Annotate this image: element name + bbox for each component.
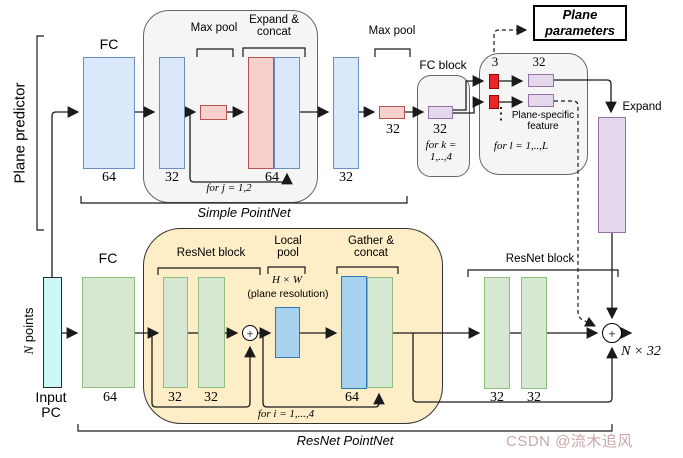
param-dim-label: 3 [491,54,499,69]
residual-add-circle: + [242,325,258,341]
expand-label: Expand [622,101,662,113]
resnet1-size-b: 32 [204,390,218,405]
layer32a-size: 32 [165,170,179,185]
gather-size: 64 [345,390,359,405]
plane-feature-node-2 [528,94,554,107]
plane-resolution-note: (plane resolution) [247,288,329,300]
plane-predictor-section-label: Plane predictor [11,82,29,184]
n-points-n: N [21,345,36,355]
resnet-block2-title: ResNet block [505,253,575,265]
fc-label-top: FC [99,36,119,52]
layer32c-size: 32 [339,170,353,185]
resnet2-size-a: 32 [490,390,504,405]
resnet-block1-title: ResNet block [176,247,246,259]
local-pool-box [275,307,300,358]
layer-32-c [333,57,359,169]
plane-specific-feature-label: Plane-specific feature [511,110,575,132]
resnet1-size-a: 32 [168,390,182,405]
resnet2-layer-32-a [484,277,510,389]
max-pool-node [200,105,227,120]
input-pc-label: Input PC [35,389,67,421]
loop-i-label: for i = 1,...,4 [257,408,315,420]
resnet1-layer-32-a [163,277,188,388]
csdn-watermark: CSDN @流木追风 [506,433,633,450]
plane-parameters-box: Plane parameters [533,5,627,41]
plane-feature-node-1 [528,74,554,87]
output-size-label: N × 32 [621,344,661,359]
loop-l-label: for l = 1,..,L [493,140,549,152]
output-add-circle: + [602,323,622,343]
hxw-label: H × W [271,274,303,286]
expand-concat-label: Expand & concat [249,14,299,39]
plus-sign: + [608,325,616,341]
gather-concat-title: Gather & concat [347,235,395,260]
gather-blue-box [341,276,367,389]
local-pool-title: Local pool [274,235,302,260]
plane-parameters-label: Plane parameters [544,7,616,38]
vertical-dots: ⋮ [492,104,510,123]
max-pool2-label: Max pool [368,25,416,37]
expand-concat-blue-64 [274,57,300,169]
resnet1-layer-32-b [198,277,225,388]
n-points-rest: points [21,307,36,346]
max-pool2-node [379,106,405,119]
expand-box [598,117,626,233]
concat-size: 64 [265,170,279,185]
plane-param-node-1 [489,74,499,89]
fc-layer-bottom-64 [82,277,135,388]
plus-sign: + [246,325,254,341]
fc-block-title: FC block [419,58,467,72]
fc-block-size: 32 [433,122,447,137]
simple-pointnet-caption: Simple PointNet [197,205,291,220]
max-pool-label: Max pool [190,22,238,34]
gather-green-box-64 [367,277,393,388]
resnet2-size-b: 32 [527,390,541,405]
expand-concat-pink [248,57,274,169]
input-pc-box [43,277,62,388]
pooled-size: 32 [386,122,400,137]
loop-j-label: for j = 1,2 [206,182,252,194]
resnet-pointnet-caption: ResNet PointNet [296,433,394,448]
loop-k-label: for k = 1,..,4 [425,139,457,163]
fc-top-size: 64 [102,170,116,185]
resnet2-layer-32-b [521,277,547,389]
fc-label-bottom: FC [98,250,118,266]
fc-block-node-32 [428,106,453,119]
n-points-label: N points [21,308,37,355]
fc-layer-top-64 [83,57,135,169]
fc-bottom-size: 64 [103,390,117,405]
layer-32-a [159,57,185,169]
feat-dim-label: 32 [532,54,546,69]
plane-param-node-2 [489,95,499,109]
